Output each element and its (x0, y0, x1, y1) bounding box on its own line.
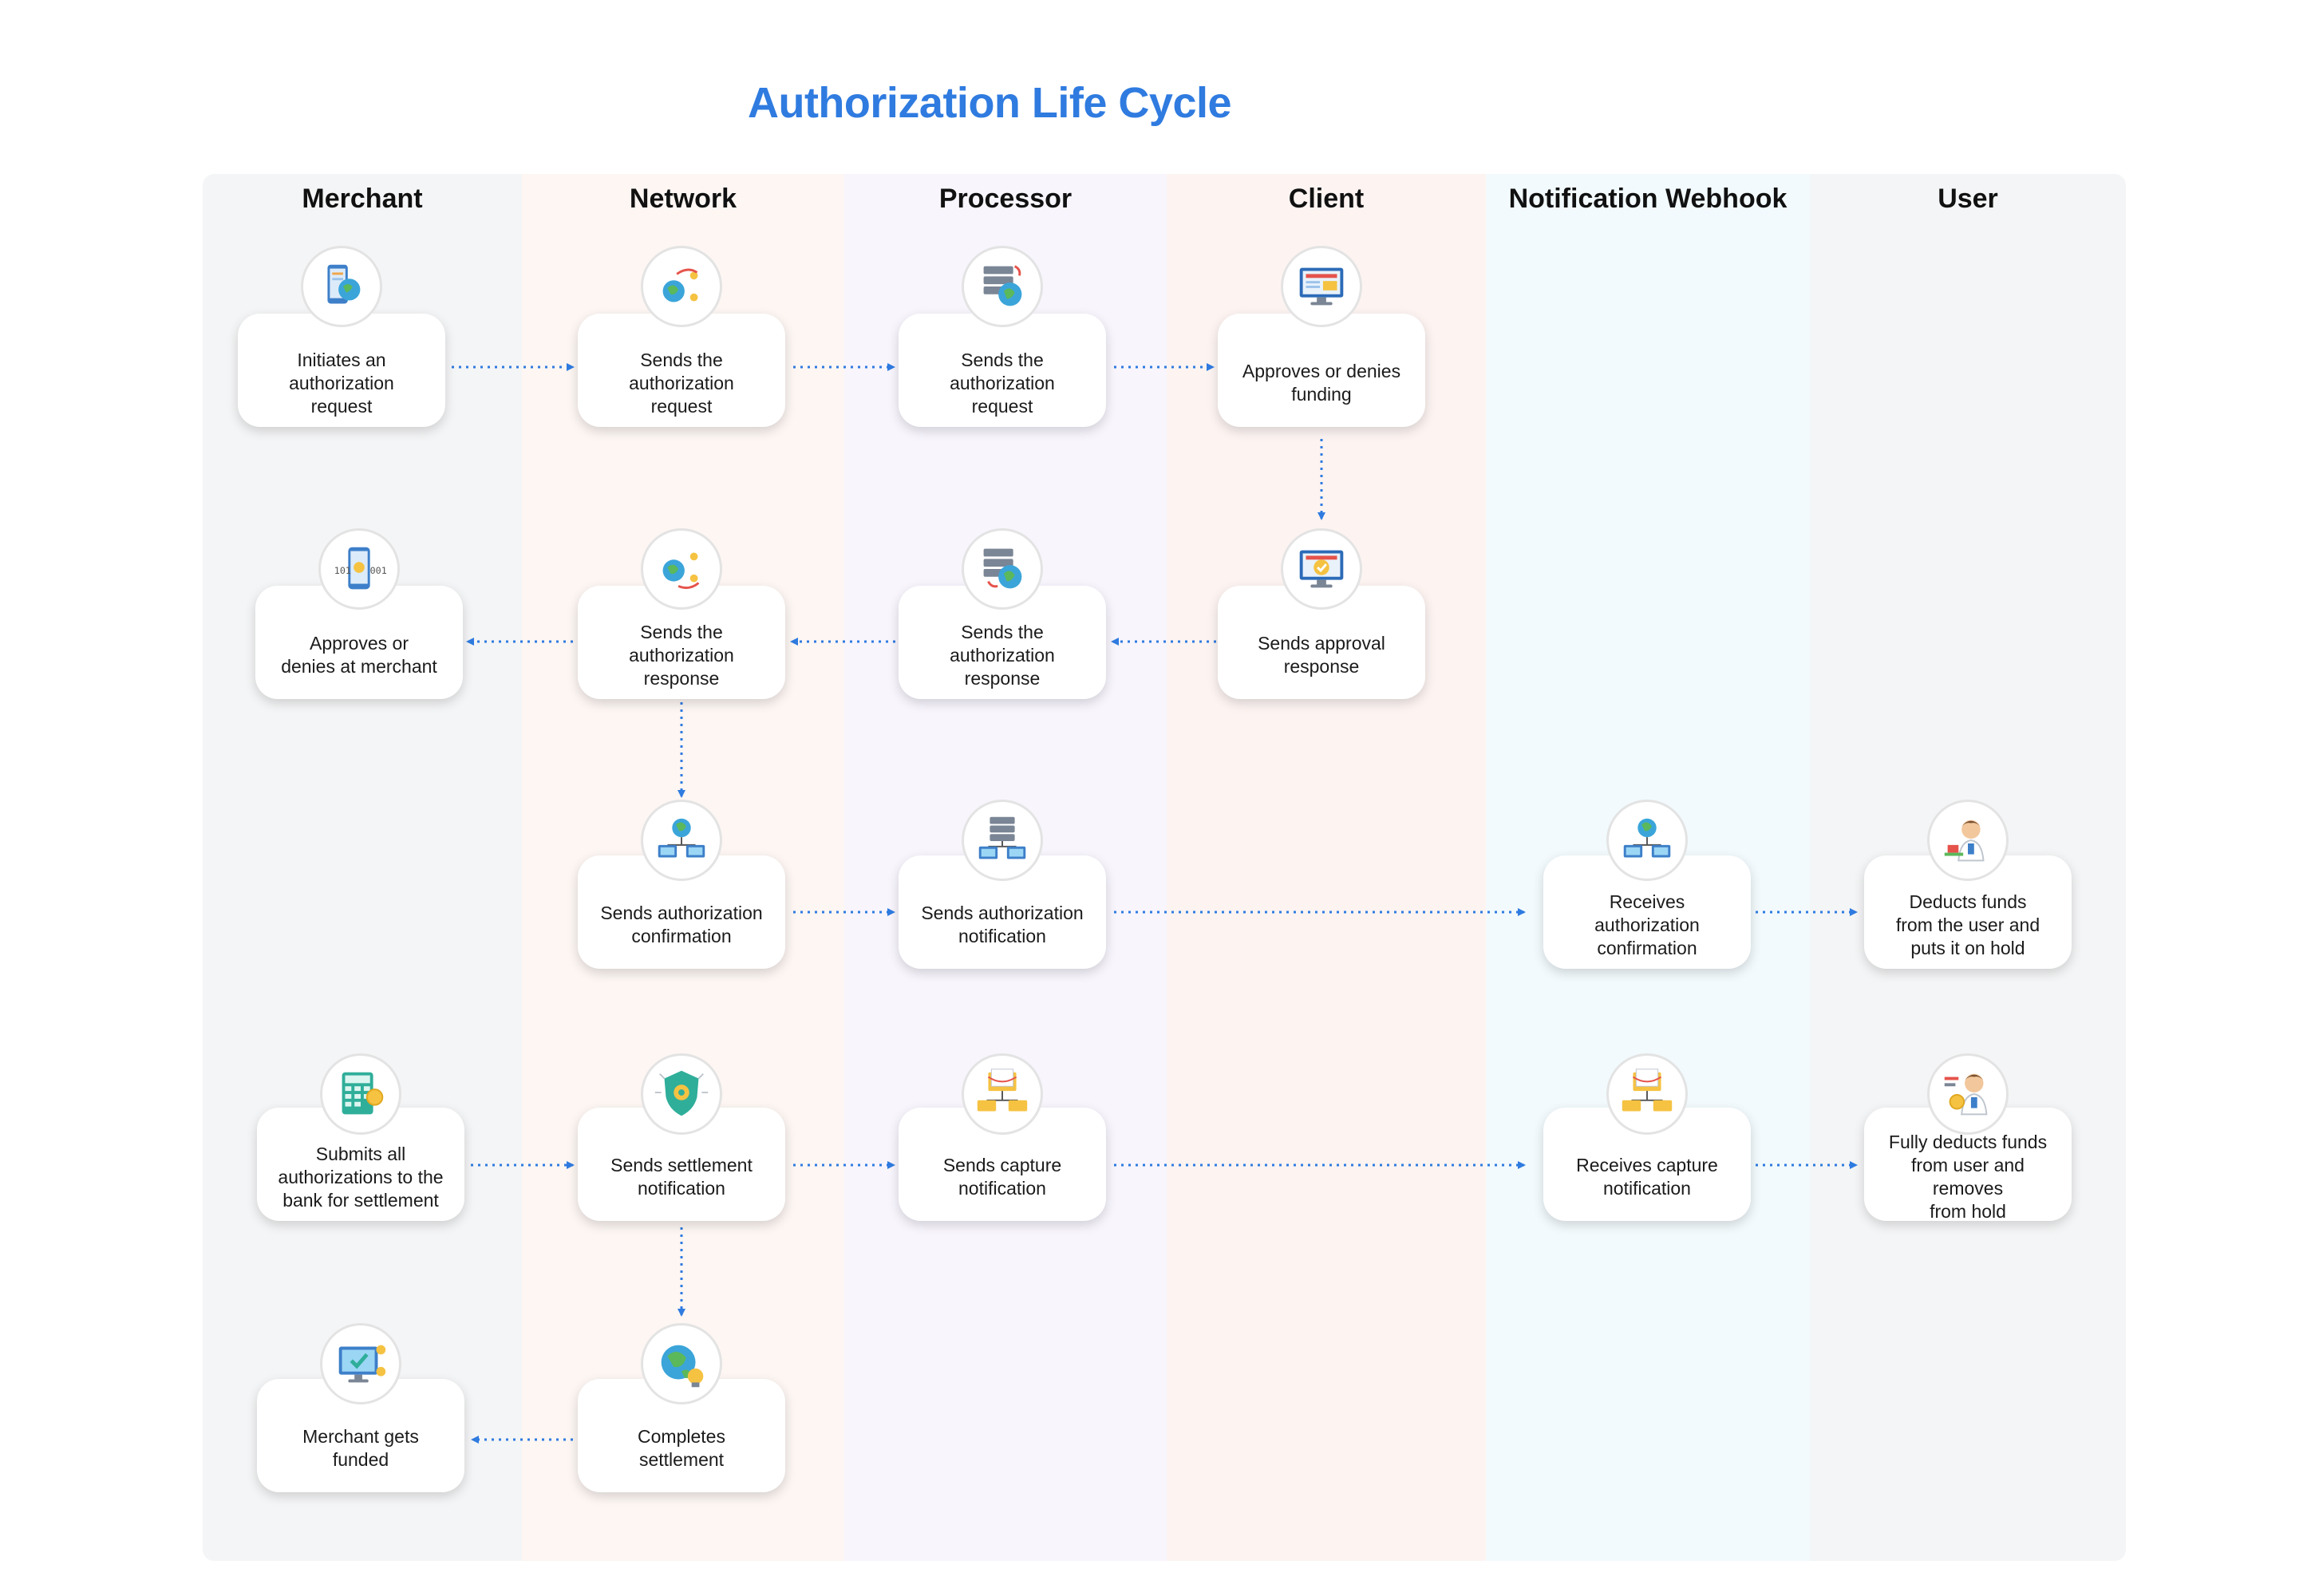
globe-exchange-icon (641, 528, 722, 610)
step-label: Approves or denies funding (1242, 361, 1401, 405)
step-label: Sends the authorization request (629, 349, 734, 417)
monitor-icon (1281, 246, 1362, 327)
server-globe-icon (962, 528, 1043, 610)
step-label: Sends the authorization response (629, 621, 734, 689)
step-card-merchant-initiates: Initiates an authorization request (238, 314, 445, 427)
step-card-processor-sends-request: Sends the authorization request (899, 314, 1106, 427)
step-label: Fully deducts funds from user and remove… (1888, 1132, 2048, 1222)
globe-network-icon (641, 800, 722, 881)
svg-text:101: 101 (334, 565, 351, 576)
step-label: Sends settlement notification (610, 1155, 753, 1199)
folder-network-icon (962, 1053, 1043, 1135)
step-label: Approves or denies at merchant (281, 633, 437, 677)
globe-network-icon (1606, 800, 1688, 881)
step-label: Merchant gets funded (302, 1426, 419, 1470)
folder-network-icon (1606, 1053, 1688, 1135)
lane-title-processor: Processor (938, 184, 1073, 214)
calculator-coin-icon (320, 1053, 401, 1135)
lane-title-merchant: Merchant (302, 184, 423, 214)
step-card-merchant-submits: Submits all authorizations to the bank f… (257, 1108, 464, 1221)
diagram-title: Authorization Life Cycle (747, 79, 1232, 127)
step-card-merchant-funded: Merchant gets funded (257, 1379, 464, 1492)
step-card-processor-sends-notification: Sends authorization notification (899, 855, 1106, 969)
step-label: Sends the authorization response (950, 621, 1055, 689)
globe-bulb-icon (641, 1323, 722, 1404)
mobile-binary-icon: 101 001 (318, 528, 400, 610)
monitor-check-icon (320, 1323, 401, 1404)
step-label: Sends capture notification (942, 1155, 1062, 1199)
monitor-check-icon (1281, 528, 1362, 610)
step-label: Sends authorization notification (921, 903, 1084, 946)
step-label: Receives authorization confirmation (1594, 891, 1700, 958)
step-label: Receives capture notification (1576, 1155, 1718, 1199)
person-coin-icon (1927, 1053, 2009, 1135)
mobile-globe-icon (301, 246, 382, 327)
server-globe-icon (962, 246, 1043, 327)
server-network-icon (962, 800, 1043, 881)
step-label: Deducts funds from the user and puts it … (1895, 891, 2040, 958)
person-icon (1927, 800, 2009, 881)
step-label: Completes settlement (638, 1426, 725, 1470)
step-card-network-sends-request: Sends the authorization request (578, 314, 785, 427)
step-label: Sends the authorization request (950, 349, 1055, 417)
globe-exchange-icon (641, 246, 722, 327)
step-card-processor-capture-notification: Sends capture notification (899, 1108, 1106, 1221)
lane-title-user: User (1938, 184, 1998, 214)
step-label: Sends authorization confirmation (600, 903, 763, 946)
lane-title-notification-webhook: Notification Webhook (1508, 184, 1788, 214)
step-label: Submits all authorizations to the bank f… (278, 1143, 444, 1211)
step-label: Sends approval response (1258, 633, 1385, 677)
step-card-client-approves-funding: Approves or denies funding (1218, 314, 1425, 427)
step-label: Initiates an authorization request (289, 349, 394, 417)
shield-gear-icon (641, 1053, 722, 1135)
svg-text:001: 001 (370, 565, 387, 576)
step-card-merchant-approves: Approves or denies at merchant (255, 586, 463, 699)
lane-title-client: Client (1288, 184, 1365, 214)
lane-title-network: Network (629, 184, 737, 214)
step-card-webhook-receives-confirmation: Receives authorization confirmation (1543, 855, 1751, 969)
